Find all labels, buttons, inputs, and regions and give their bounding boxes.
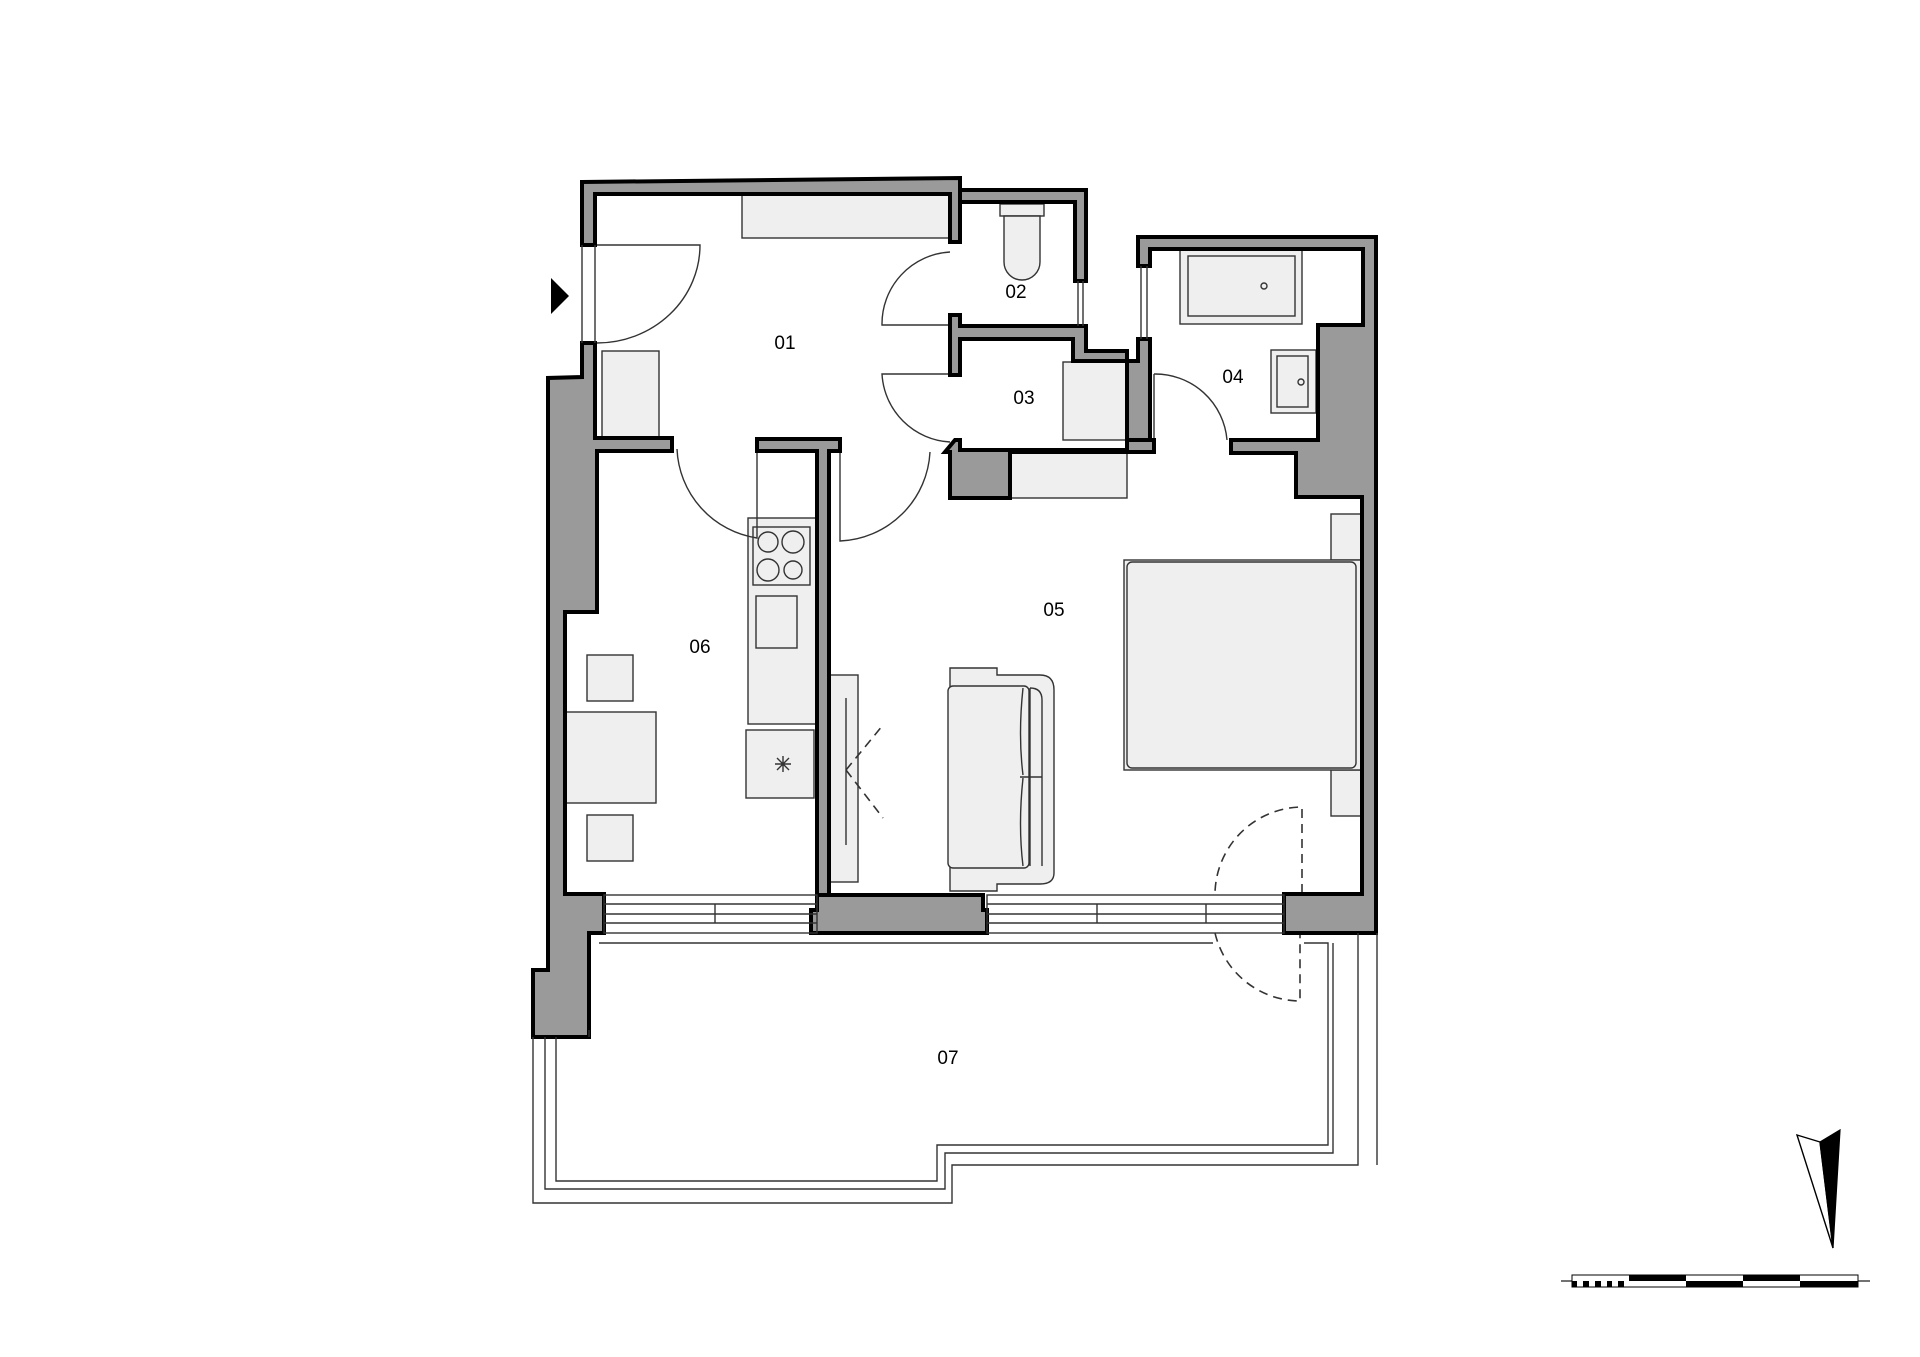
- toilet-icon: [999, 203, 1045, 281]
- room-label-02: 02: [1005, 282, 1026, 303]
- entrance-door[interactable]: [596, 244, 701, 344]
- bathroom-window: [1140, 266, 1148, 339]
- living-door[interactable]: [839, 451, 931, 542]
- room-label-01: 01: [774, 333, 795, 354]
- storage-door[interactable]: [881, 373, 951, 443]
- dining-table: [564, 711, 657, 804]
- hall-wardrobe: [741, 193, 954, 239]
- tv-unit-icon: [829, 674, 884, 883]
- windows: [581, 245, 1285, 934]
- kitchen-counter: [747, 517, 817, 725]
- balcony-railing: [532, 933, 1378, 1204]
- sofa-icon: [947, 667, 1055, 892]
- wc-door[interactable]: [881, 251, 951, 326]
- doors: [596, 244, 1303, 1002]
- chair-top: [586, 654, 634, 702]
- balcony-door-swing: [1214, 932, 1301, 1002]
- kitchen-door[interactable]: [676, 448, 758, 539]
- room-label-04: 04: [1222, 367, 1244, 388]
- kitchen-sink-icon: [755, 595, 798, 649]
- bed-icon: [1123, 559, 1377, 771]
- room-label-06: 06: [689, 637, 710, 658]
- balcony-door-open[interactable]: [1214, 806, 1303, 894]
- room-label-07: 07: [937, 1048, 958, 1069]
- room-label-03: 03: [1013, 388, 1034, 409]
- walls: [531, 175, 1378, 1039]
- room-labels: 01 02 03 04 05 06 07: [689, 282, 1244, 1069]
- bathroom-door[interactable]: [1153, 373, 1228, 441]
- kitchen-window: [603, 894, 818, 934]
- scale-bar: [1561, 1274, 1870, 1288]
- north-arrow-icon: [1795, 1128, 1841, 1249]
- living-window: [986, 894, 1285, 934]
- furniture: [564, 193, 1377, 892]
- storage-cabinet: [1062, 361, 1129, 441]
- entrance-frame: [581, 245, 596, 343]
- bathtub-icon: [1179, 248, 1303, 325]
- wc-window: [1077, 281, 1084, 326]
- sink-icon: [1270, 349, 1317, 414]
- fridge-icon: [745, 729, 815, 799]
- hall-cabinet: [601, 350, 660, 440]
- chair-bottom: [586, 814, 634, 862]
- room-label-05: 05: [1043, 600, 1064, 621]
- bedroom-wardrobe: [1009, 450, 1128, 499]
- entrance-arrow-icon: [551, 278, 569, 314]
